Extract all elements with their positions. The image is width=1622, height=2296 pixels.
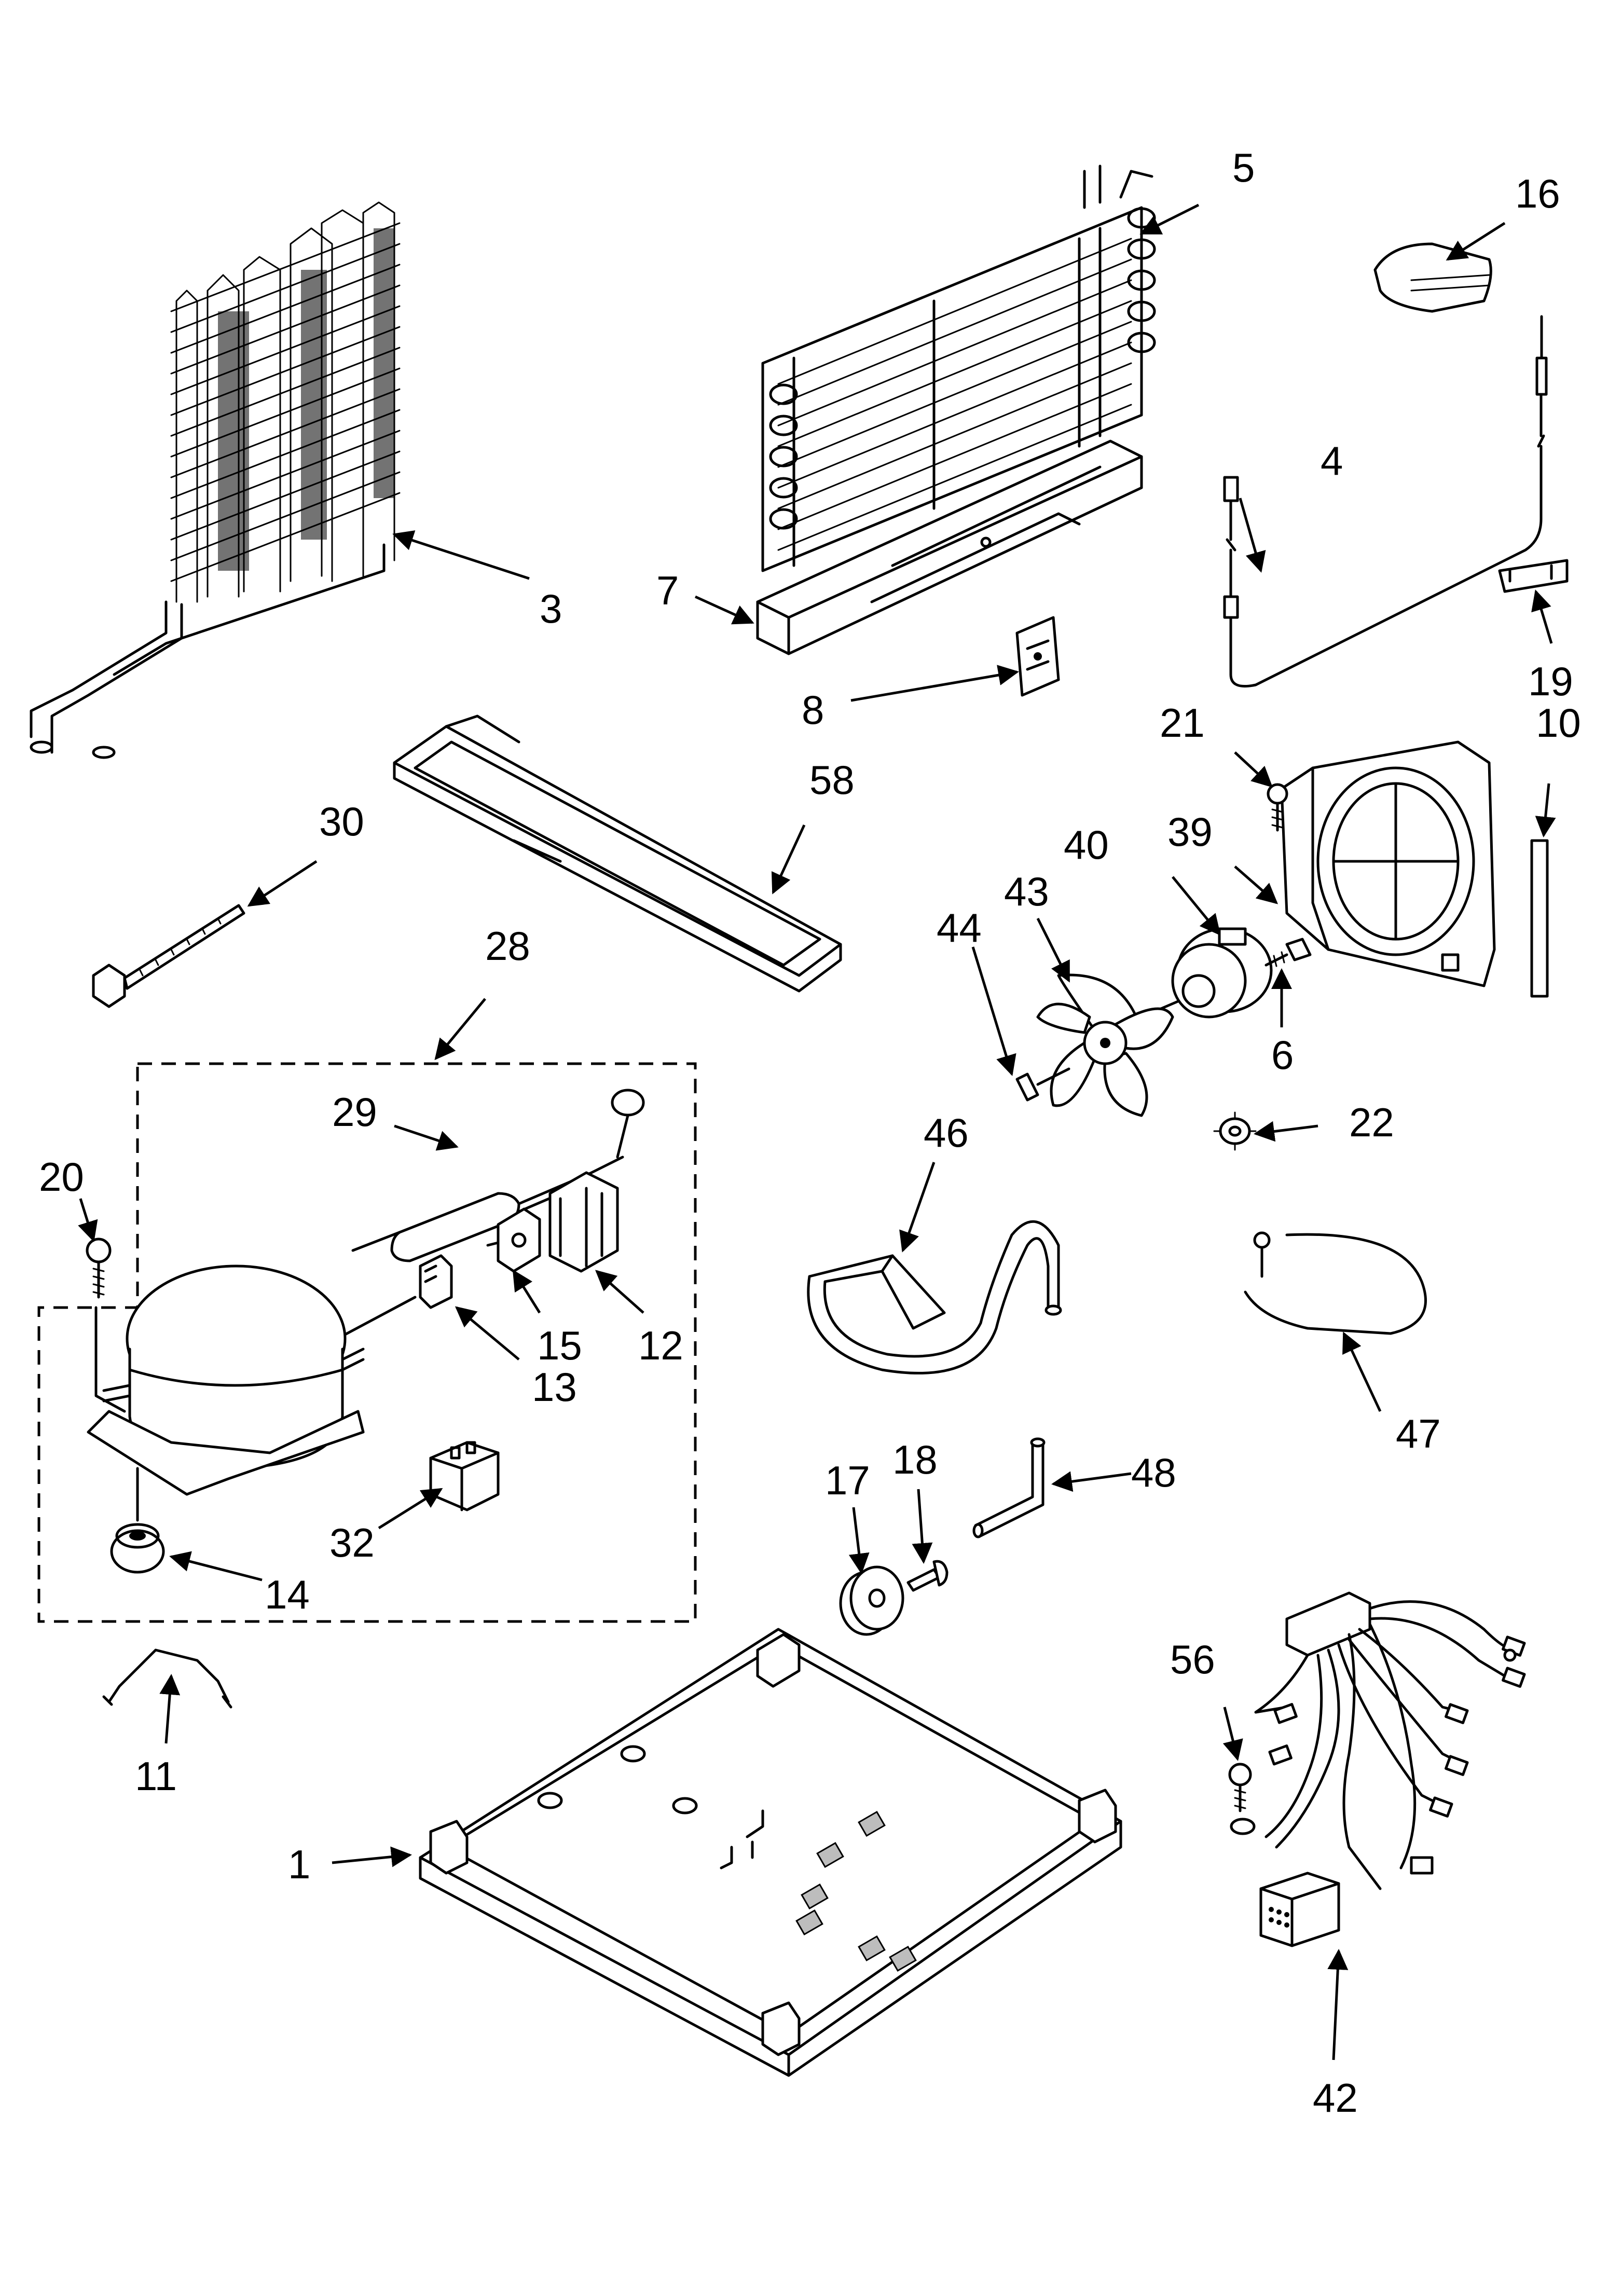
callout-14: 14 [265, 1572, 310, 1617]
callout-56: 56 [1170, 1637, 1215, 1682]
sensor-harness [1223, 315, 1548, 688]
gasket-strip [1530, 839, 1549, 998]
callout-32: 32 [329, 1520, 375, 1565]
grommet-22 [1213, 1111, 1257, 1151]
callout-22: 22 [1349, 1099, 1394, 1145]
fan-blade [1036, 973, 1174, 1117]
callout-17: 17 [825, 1458, 870, 1503]
base-frame [419, 1628, 1122, 2077]
drain-trough [393, 714, 842, 993]
fan-shroud [1280, 740, 1496, 987]
callout-13: 13 [532, 1364, 577, 1410]
callout-29: 29 [332, 1089, 377, 1135]
callout-1: 1 [288, 1841, 310, 1887]
thermistor-wire [1244, 1231, 1427, 1335]
callout-43: 43 [1004, 869, 1049, 914]
cable-tie [92, 904, 245, 1008]
callout-labels: 1 3 4 5 6 7 8 10 11 12 13 14 15 16 17 18… [39, 145, 1581, 2121]
callout-44: 44 [937, 905, 982, 951]
evap-clip [1015, 616, 1060, 697]
callout-28: 28 [485, 923, 530, 969]
callout-16: 16 [1515, 171, 1560, 216]
callout-40: 40 [1064, 822, 1109, 868]
callout-7: 7 [656, 568, 679, 613]
callout-12: 12 [638, 1323, 683, 1368]
relay-15 [486, 1207, 541, 1273]
callout-20: 20 [39, 1154, 84, 1200]
condensate-tube [807, 1220, 1062, 1374]
callout-47: 47 [1396, 1411, 1441, 1456]
callout-39: 39 [1167, 809, 1213, 855]
callout-42: 42 [1313, 2075, 1358, 2121]
axle-pin [906, 1560, 949, 1592]
leader-lines [78, 203, 1556, 2060]
callout-19: 19 [1528, 658, 1573, 704]
callout-15: 15 [537, 1323, 582, 1368]
capacitor [429, 1441, 500, 1511]
screw-56 [1228, 1763, 1256, 1835]
overload-13 [336, 1254, 453, 1340]
evaporator-pan [756, 439, 1143, 655]
callout-30: 30 [319, 799, 364, 844]
callout-18: 18 [892, 1437, 938, 1482]
callout-5: 5 [1232, 145, 1255, 190]
compressor [87, 1264, 365, 1496]
tube-48 [972, 1437, 1046, 1538]
screw-6 [1264, 938, 1312, 967]
callout-8: 8 [802, 687, 824, 733]
compressor-grommet [110, 1467, 165, 1574]
fan-motor [1140, 927, 1273, 1019]
callout-4: 4 [1321, 438, 1343, 484]
callout-46: 46 [924, 1110, 969, 1156]
callout-10: 10 [1536, 700, 1581, 746]
screw-20 [86, 1238, 112, 1299]
callout-6: 6 [1271, 1032, 1294, 1078]
callout-11: 11 [135, 1753, 177, 1799]
overload-cover [548, 1171, 619, 1273]
callout-21: 21 [1160, 700, 1205, 746]
fan-bracket [1015, 1067, 1070, 1102]
caster-wheel [839, 1565, 904, 1636]
screw-21 [1267, 783, 1288, 832]
callout-58: 58 [809, 757, 855, 803]
sensor-clip [1498, 559, 1569, 593]
cap-part [1373, 242, 1492, 313]
callout-3: 3 [540, 586, 562, 631]
wire-clip [102, 1648, 232, 1709]
condenser-coil [30, 201, 401, 759]
wire-harness [1254, 1591, 1526, 1947]
callout-48: 48 [1131, 1450, 1176, 1495]
